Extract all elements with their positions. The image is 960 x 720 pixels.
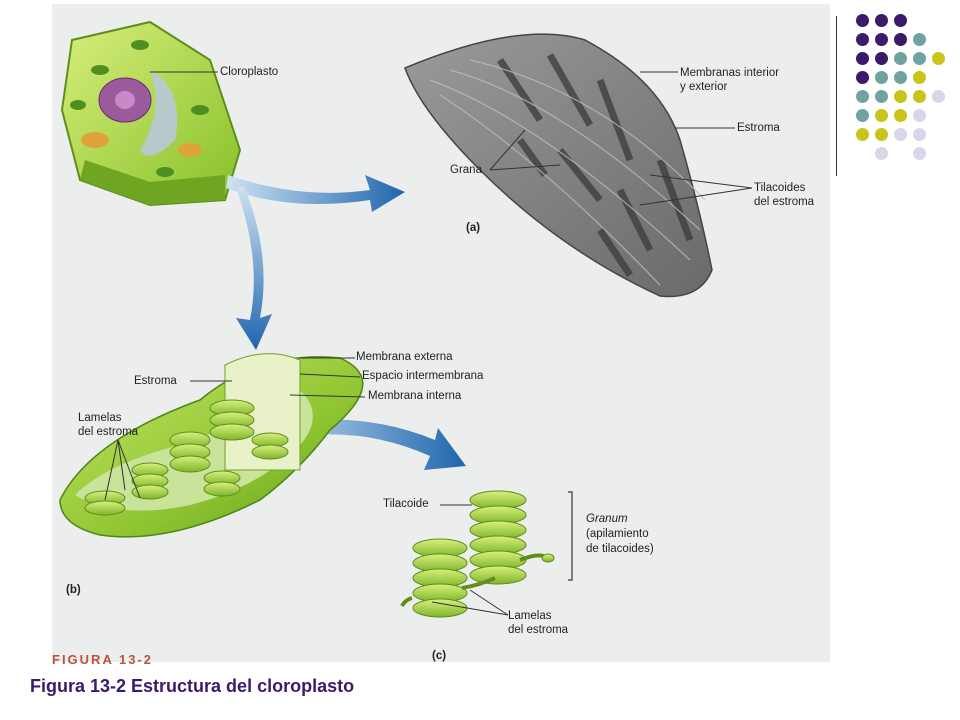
label-estroma-b: Estroma (134, 375, 177, 387)
label-cloroplasto: Cloroplasto (220, 66, 279, 78)
label-lamelas-c-2: del estroma (508, 624, 569, 636)
label-membranas-2: y exterior (680, 81, 728, 93)
label-tilacoide: Tilacoide (383, 498, 429, 510)
label-lamelas-c-1: Lamelas (508, 610, 552, 622)
panel-b-tag: (b) (66, 584, 81, 596)
arrow-to-panel-a (226, 175, 405, 212)
label-granum-2: (apilamiento (586, 528, 649, 540)
granum-illustration (400, 490, 555, 618)
figure-caption: Figura 13-2 Estructura del cloroplasto (30, 676, 355, 696)
arrow-to-panel-b (236, 186, 272, 350)
label-membrana-externa: Membrana externa (356, 351, 453, 363)
label-granum-1: Granum (586, 513, 628, 525)
label-granum-3: de tilacoides) (586, 543, 654, 555)
label-grana: Grana (450, 164, 482, 176)
label-lamelas-b-2: del estroma (78, 426, 139, 438)
panel-a-tag: (a) (466, 222, 481, 234)
panel-c-tag: (c) (432, 650, 447, 662)
label-lamelas-b-1: Lamelas (78, 412, 122, 424)
label-membrana-interna: Membrana interna (368, 390, 462, 402)
divider-line (836, 16, 837, 176)
plant-cell-illustration (60, 20, 242, 207)
label-membranas-1: Membranas interior (680, 67, 780, 79)
label-tilacoides-1: Tilacoides (754, 182, 806, 194)
figure-heading-cut: FIGURA 13-2 (52, 652, 153, 667)
chloroplast-3d-model (59, 353, 366, 538)
granum-bracket (568, 491, 573, 581)
label-espacio-intermembrana: Espacio intermembrana (362, 370, 484, 382)
chloroplast-micrograph (404, 33, 753, 298)
label-tilacoides-2: del estroma (754, 196, 815, 208)
label-estroma-a: Estroma (737, 122, 780, 134)
